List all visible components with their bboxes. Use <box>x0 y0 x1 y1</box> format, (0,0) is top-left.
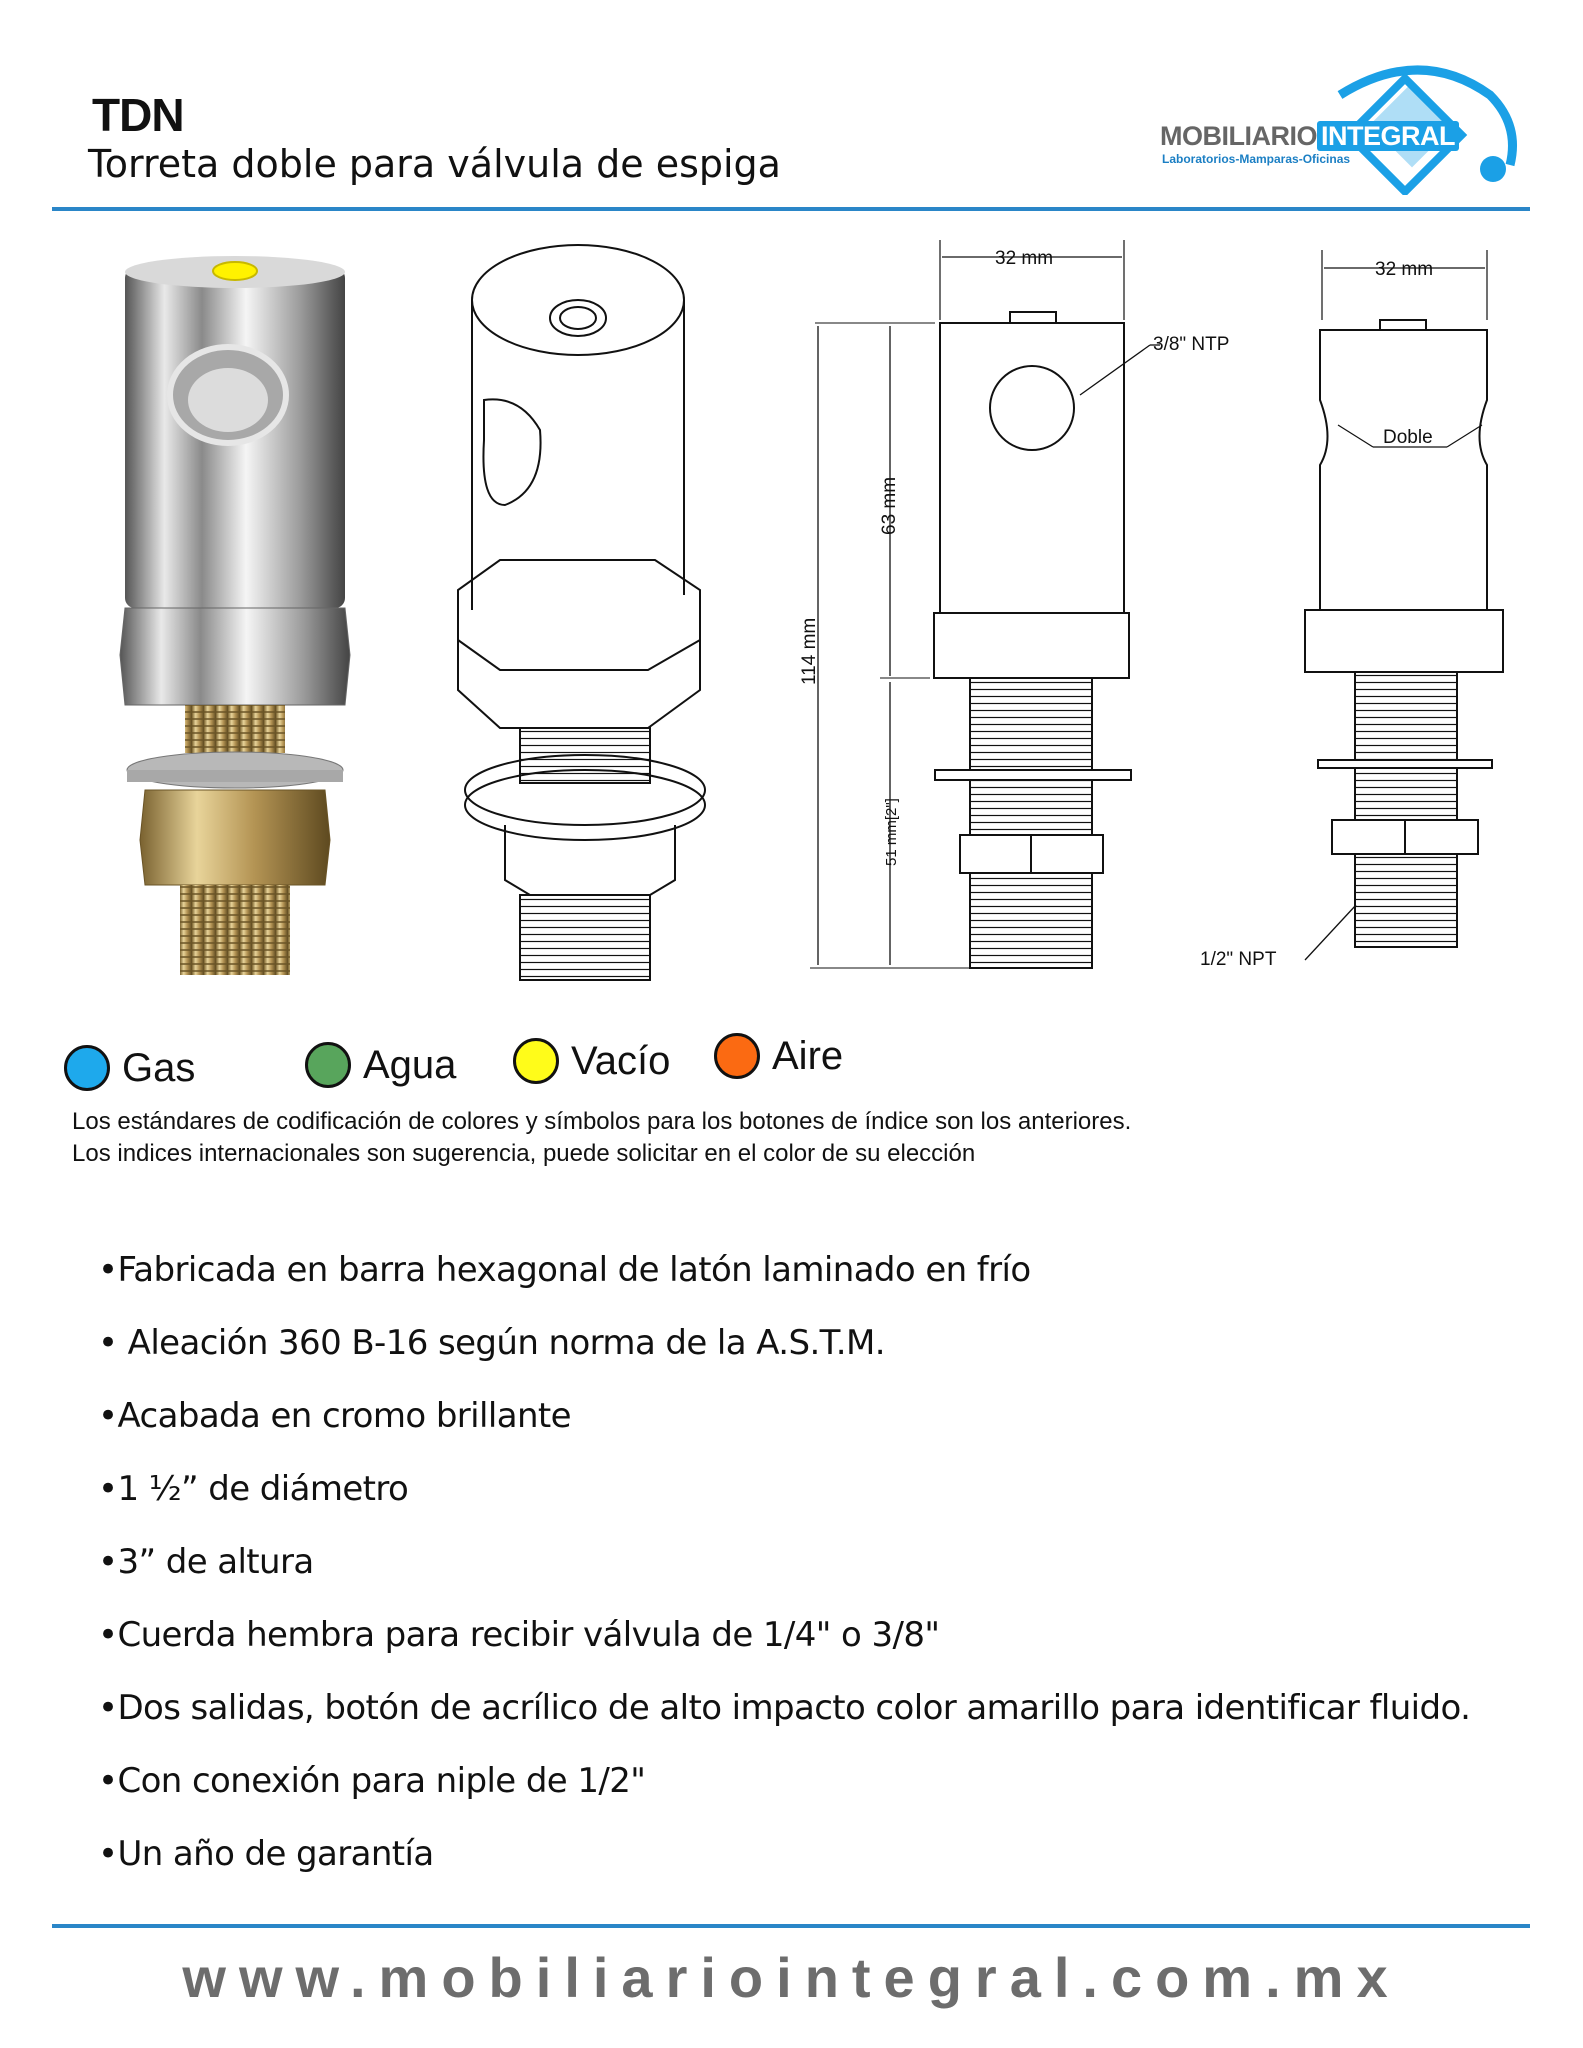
aire-color-dot <box>714 1033 760 1079</box>
logo-name-part1: MOBILIARIO <box>1160 121 1318 151</box>
gas-color-dot <box>64 1045 110 1091</box>
legend-label: Aire <box>772 1033 844 1078</box>
agua-color-dot <box>305 1042 351 1088</box>
legend-label: Vacío <box>571 1038 671 1083</box>
dim-doble-label: Doble <box>1383 427 1433 448</box>
feature-item: •Con conexión para niple de 1/2" <box>98 1761 646 1801</box>
dim-height-thread: 51 mm[2"] <box>883 798 900 866</box>
product-render <box>119 256 351 975</box>
product-illustrations: 32 mm 3/8" NTP 114 mm 63 mm 51 mm[2"] 32… <box>119 240 1504 981</box>
legend-item-vacio: Vacío <box>513 1038 670 1084</box>
feature-item: •Acabada en cromo brillante <box>98 1396 572 1436</box>
dim-height-total: 114 mm <box>799 618 820 685</box>
yellow-index-button <box>212 261 258 281</box>
product-code: TDN <box>92 89 185 141</box>
feature-item: •Fabricada en barra hexagonal de latón l… <box>98 1250 1031 1290</box>
feature-item: •Dos salidas, botón de acrílico de alto … <box>98 1688 1471 1728</box>
dim-width-front: 32 mm <box>995 248 1053 269</box>
logo-tagline: Laboratorios-Mamparas-Oficinas <box>1162 152 1351 166</box>
vacio-color-dot <box>513 1038 559 1084</box>
legend-note-line2: Los indices internacionales son sugerenc… <box>72 1140 976 1167</box>
feature-item: • Aleación 360 B-16 según norma de la A.… <box>98 1323 886 1363</box>
product-title: Torreta doble para válvula de espiga <box>88 142 781 186</box>
feature-item: •Cuerda hembra para recibir válvula de 1… <box>98 1615 940 1655</box>
dimension-drawing-side <box>1304 250 1504 961</box>
legend-item-gas: Gas <box>64 1045 195 1091</box>
feature-item: •Un año de garantía <box>98 1834 434 1874</box>
legend-item-aire: Aire <box>714 1033 843 1079</box>
legend-item-agua: Agua <box>305 1042 456 1088</box>
dim-width-side: 32 mm <box>1375 259 1433 280</box>
feature-item: •1 ½” de diámetro <box>98 1469 409 1509</box>
logo-name-part2: INTEGRAL <box>1317 121 1459 151</box>
dimension-drawing-front <box>810 240 1160 969</box>
feature-item: •3” de altura <box>98 1542 314 1582</box>
feature-list: •Fabricada en barra hexagonal de latón l… <box>98 1250 1471 1907</box>
header-divider <box>52 207 1530 211</box>
legend-note-line1: Los estándares de codificación de colore… <box>72 1108 1132 1135</box>
footer-divider <box>52 1924 1530 1928</box>
legend-label: Agua <box>363 1042 457 1087</box>
dim-thread-top: 3/8" NTP <box>1153 334 1229 355</box>
website-url[interactable]: www.mobiliariointegral.com.mx <box>182 1946 1401 2009</box>
dim-thread-bottom: 1/2" NPT <box>1200 949 1277 970</box>
line-drawing-3d <box>457 244 706 981</box>
dim-height-body: 63 mm <box>879 477 900 535</box>
legend-label: Gas <box>122 1045 196 1090</box>
